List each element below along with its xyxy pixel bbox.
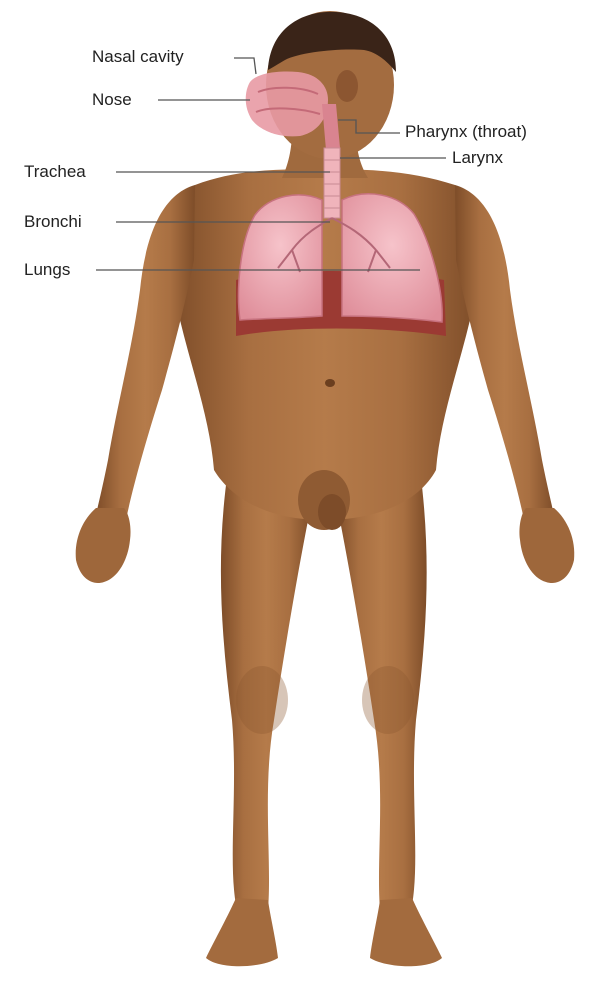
right-hand	[519, 508, 574, 583]
left-arm	[96, 185, 195, 520]
right-arm	[455, 185, 554, 520]
label-larynx: Larynx	[452, 148, 503, 168]
nasal-cavity-section	[246, 71, 328, 136]
label-trachea: Trachea	[24, 162, 86, 182]
label-nasal-cavity: Nasal cavity	[92, 47, 184, 67]
label-pharynx: Pharynx (throat)	[405, 122, 527, 142]
right-foot	[370, 898, 442, 966]
label-nose: Nose	[92, 90, 132, 110]
label-bronchi: Bronchi	[24, 212, 82, 232]
left-foot	[206, 898, 278, 966]
left-hand	[76, 508, 131, 583]
label-lungs: Lungs	[24, 260, 70, 280]
leader-nasal-cavity	[234, 58, 256, 74]
